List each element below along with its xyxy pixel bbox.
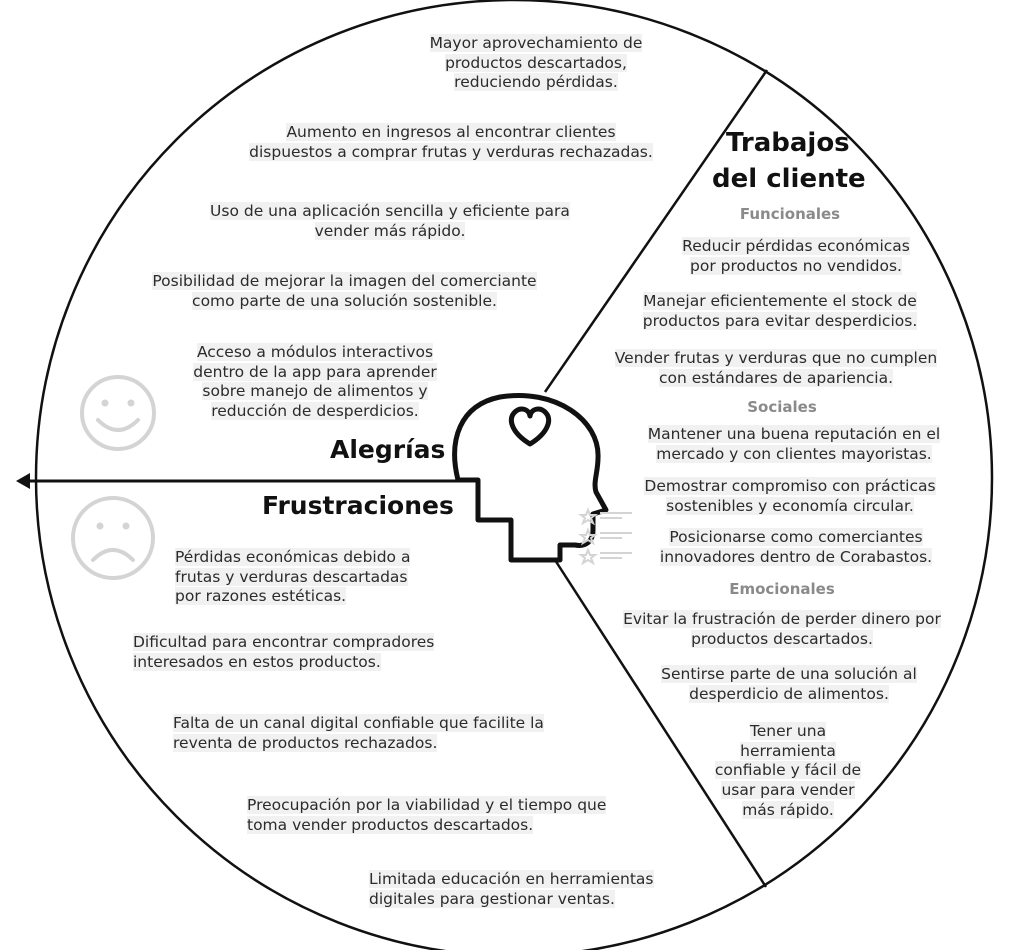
pain-item: Limitada educación en herramientas digit… [369, 870, 654, 908]
profile-circle [34, 0, 994, 950]
gain-item: Uso de una aplicación sencilla y eficien… [210, 202, 570, 240]
pain-item: Falta de un canal digital confiable que … [173, 714, 544, 752]
gain-item: Posibilidad de mejorar la imagen del com… [152, 272, 537, 310]
emotional-label: Emocionales [729, 580, 835, 598]
emotional-job-item: Evitar la frustración de perder dinero p… [623, 610, 941, 648]
functional-label: Funcionales [739, 205, 841, 223]
social-job-item: Demostrar compromiso con prácticas soste… [644, 477, 936, 515]
pains-heading: Frustraciones [262, 491, 454, 520]
social-job-item: Mantener una buena reputación en el merc… [647, 425, 941, 463]
pain-item: Pérdidas económicas debido a frutas y ve… [175, 548, 411, 606]
jobs-title-line-1: Trabajos [726, 128, 850, 158]
jobs-title-line-2: del cliente [712, 164, 866, 194]
sad-face-icon [71, 496, 155, 580]
pain-item: Dificultad para encontrar compradores in… [133, 633, 435, 671]
gain-item: Mayor aprovechamiento de productos desca… [429, 34, 643, 92]
upper-divider-line [543, 69, 769, 393]
social-label: Sociales [747, 398, 817, 416]
gain-item: Aumento en ingresos al encontrar cliente… [249, 123, 653, 161]
functional-job-item: Vender frutas y verduras que no cumplen … [614, 349, 938, 387]
emotional-job-item: Tener una herramienta confiable y fácil … [714, 722, 862, 819]
pain-item: Preocupación por la viabilidad y el tiem… [247, 796, 607, 834]
smiley-face-icon [80, 375, 156, 451]
gains-heading: Alegrías [330, 435, 446, 464]
star-list-icon [578, 507, 632, 566]
arrow-left-icon [16, 473, 460, 489]
gain-item: Acceso a módulos interactivos dentro de … [193, 343, 437, 421]
lower-divider-line [553, 559, 768, 888]
social-job-item: Posicionarse como comerciantes innovador… [659, 528, 933, 566]
emotional-job-item: Sentirse parte de una solución al desper… [661, 665, 917, 703]
functional-job-item: Reducir pérdidas económicas por producto… [682, 237, 910, 275]
head-with-heart-icon [452, 393, 609, 563]
functional-job-item: Manejar eficientemente el stock de produ… [642, 292, 918, 330]
